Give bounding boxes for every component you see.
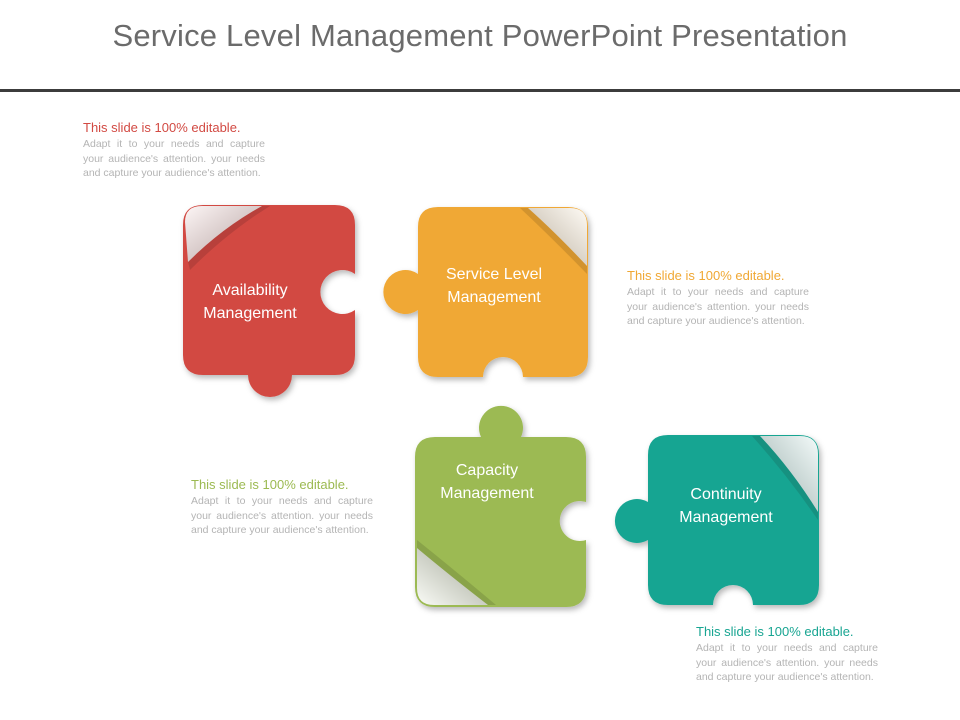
availability-page-curl [185,206,262,262]
continuity-note-heading: This slide is 100% editable. [696,624,854,639]
service-level-note: This slide is 100% editable. Adapt it to… [627,268,809,329]
availability-label-line2: Management [203,305,297,322]
availability-note-heading: This slide is 100% editable. [83,120,241,135]
capacity-curl-shade [417,540,496,605]
service-level-note-body: Adapt it to your needs and capture your … [627,286,809,327]
service-level-note-heading: This slide is 100% editable. [627,268,785,283]
service-level-page-curl [528,208,587,266]
continuity-label-line1: Continuity [690,486,761,503]
availability-piece-shape [183,205,355,397]
capacity-page-curl [417,548,488,605]
continuity-note-body: Adapt it to your needs and capture your … [696,642,878,683]
availability-label-line1: Availability [212,282,287,299]
capacity-piece-shape [415,405,586,607]
service-level-label-line1: Service Level [446,266,542,283]
capacity-note-body: Adapt it to your needs and capture your … [191,495,373,536]
slide-title: Service Level Management PowerPoint Pres… [112,18,848,53]
continuity-note: This slide is 100% editable. Adapt it to… [696,624,878,685]
capacity-note: This slide is 100% editable. Adapt it to… [191,477,373,538]
availability-curl-shade [188,206,270,270]
title-divider [0,89,960,92]
capacity-puzzle-piece: Capacity Management [415,405,586,607]
capacity-label-line2: Management [440,485,534,502]
service-level-puzzle-piece: Service Level Management [383,207,588,377]
continuity-label-line2: Management [679,509,773,526]
availability-note-body: Adapt it to your needs and capture your … [83,138,265,179]
capacity-note-heading: This slide is 100% editable. [191,477,349,492]
availability-puzzle-piece: Availability Management [183,205,355,397]
availability-note: This slide is 100% editable. Adapt it to… [83,120,265,181]
service-level-label-line2: Management [447,289,541,306]
continuity-page-curl [760,436,818,512]
service-level-piece-shape [383,207,588,377]
continuity-puzzle-piece: Continuity Management [614,435,819,605]
capacity-label-line1: Capacity [456,462,518,479]
continuity-piece-shape [614,435,819,605]
